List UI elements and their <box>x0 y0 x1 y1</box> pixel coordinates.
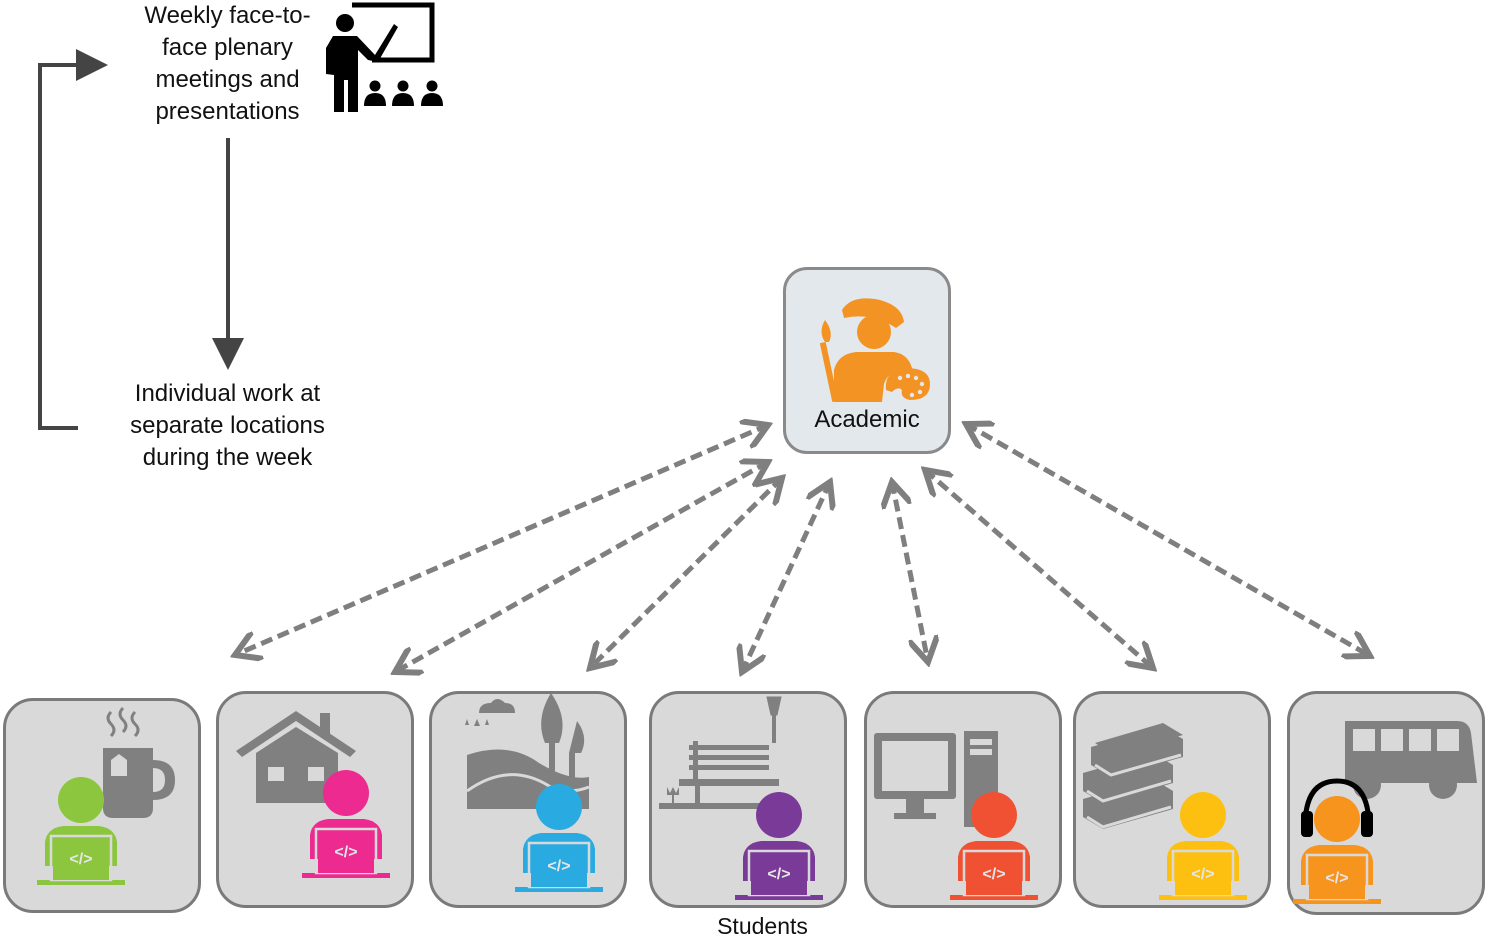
svg-text:</>: </> <box>1191 866 1214 883</box>
coffee-cup-icon <box>103 706 175 818</box>
bidirectional-dashed-arrow <box>742 482 830 672</box>
student-tile-outdoors: </> <box>429 691 627 908</box>
weekly-line: face plenary <box>162 34 293 61</box>
academic-label: Academic <box>814 406 920 433</box>
svg-text:</>: </> <box>334 844 357 861</box>
student-tile-commute: </> <box>1287 691 1485 915</box>
house-icon <box>236 711 356 803</box>
bidirectional-dashed-arrow <box>395 462 768 672</box>
student-tile-home: </> <box>216 691 414 908</box>
bidirectional-dashed-arrow <box>925 470 1153 668</box>
student-coder-icon: </> <box>302 770 390 878</box>
teacher-presentation-icon <box>326 2 443 112</box>
svg-text:</>: </> <box>982 866 1005 883</box>
loop-arrow <box>38 49 108 430</box>
headphones-icon <box>1301 778 1373 837</box>
students-label: Students <box>717 913 808 939</box>
student-coder-icon: </> <box>1159 792 1247 900</box>
student-tile-cafe: </> <box>3 698 201 913</box>
bus-icon <box>1345 721 1477 799</box>
student-coder-icon: </> <box>735 792 823 900</box>
weekly-line: Weekly face-to- <box>144 2 311 29</box>
weekly-line: meetings and <box>155 66 300 93</box>
svg-text:</>: </> <box>69 851 92 868</box>
student-tile-computer-lab: </> <box>864 691 1062 908</box>
bidirectional-dashed-arrow <box>235 425 768 655</box>
student-tile-library: </> <box>1073 691 1271 908</box>
student-coder-icon: </> <box>37 777 125 885</box>
weekly-meetings-text: Weekly face-to- face plenary meetings an… <box>110 0 345 128</box>
park-bench-icon <box>659 696 782 809</box>
individual-line: Individual work at <box>134 380 321 407</box>
svg-text:</>: </> <box>547 858 570 875</box>
svg-text:</>: </> <box>1325 870 1348 887</box>
academic-node: Academic <box>783 267 951 454</box>
desktop-computer-icon <box>874 731 998 827</box>
bidirectional-dashed-arrow <box>966 424 1370 656</box>
student-coder-icon: </> <box>515 784 603 892</box>
books-icon <box>1083 723 1183 829</box>
student-coder-icon: </> <box>1293 796 1381 904</box>
weekly-line: presentations <box>155 98 300 125</box>
student-tile-park: </> <box>649 691 847 908</box>
bidirectional-dashed-arrow <box>892 482 928 662</box>
student-coder-icon: </> <box>950 792 1038 900</box>
svg-text:</>: </> <box>767 866 790 883</box>
artist-palette-icon <box>819 298 930 402</box>
